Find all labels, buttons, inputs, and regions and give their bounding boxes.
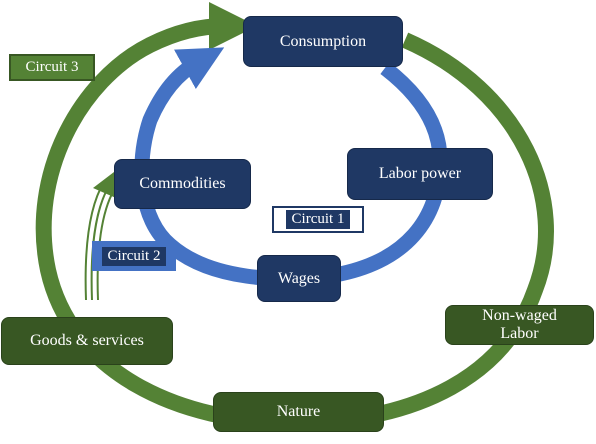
node-non-waged-labor: Non-waged Labor [445, 305, 594, 345]
circuit-2-arrowhead [93, 172, 116, 198]
circuit-3-label: Circuit 3 [9, 54, 95, 81]
circuit-1-text: Circuit 1 [285, 210, 351, 229]
node-wages: Wages [257, 255, 341, 302]
circuit-2-label: Circuit 2 [92, 241, 176, 271]
circuit-1-label: Circuit 1 [272, 206, 364, 233]
node-goods-services: Goods & services [1, 317, 173, 365]
circuit-3-text: Circuit 3 [19, 58, 85, 77]
circuit-2-text: Circuit 2 [101, 246, 167, 266]
node-nature: Nature [213, 392, 384, 432]
node-consumption: Consumption [243, 16, 403, 67]
node-commodities: Commodities [114, 159, 251, 209]
node-labor-power: Labor power [347, 148, 493, 200]
